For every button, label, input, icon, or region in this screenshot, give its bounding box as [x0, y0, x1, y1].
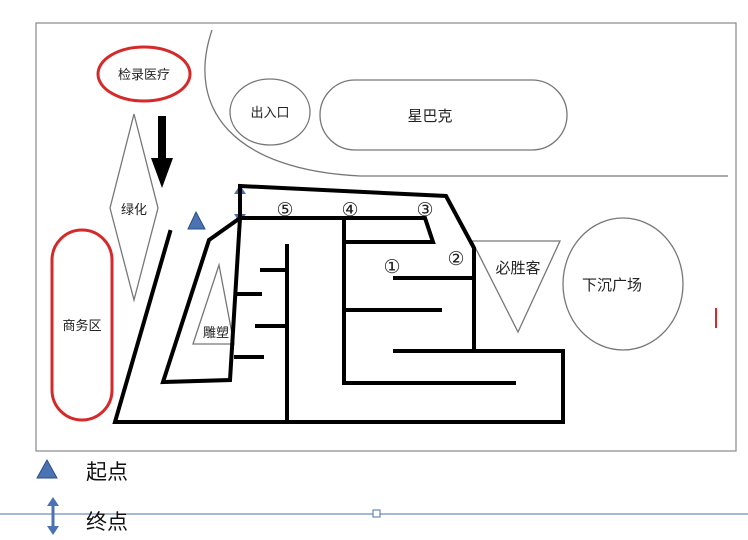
down-arrow-shaft	[158, 116, 166, 160]
checkpoint-1: ①	[383, 256, 400, 278]
pizzahut-label: 必胜客	[495, 259, 540, 277]
map-frame	[35, 22, 737, 452]
legend-start-label: 起点	[86, 460, 128, 484]
legend-end-icon	[47, 497, 59, 535]
business-label: 商务区	[62, 318, 101, 334]
checkpoint-4: ④	[341, 199, 358, 221]
legend-start-icon	[36, 458, 58, 479]
checkpoint-2: ②	[447, 248, 464, 270]
starbucks-label: 星巴克	[407, 107, 452, 125]
checkpoint-3: ③	[416, 199, 433, 221]
checkpoint-5: ⑤	[276, 199, 293, 221]
greenery-label: 绿化	[121, 203, 147, 218]
sculpture-triangle	[192, 262, 235, 345]
legend-end-label: 终点	[86, 510, 128, 534]
starbucks-shape	[319, 79, 568, 151]
down-arrow-icon	[151, 158, 173, 188]
maze-walls	[112, 183, 565, 424]
medical-label: 检录医疗	[118, 68, 170, 83]
entrance-circle	[229, 78, 311, 146]
plaza-circle	[562, 217, 684, 351]
business-shape	[50, 228, 114, 422]
medical-ellipse	[96, 45, 192, 103]
pizzahut-triangle	[470, 240, 562, 334]
sculpture-label: 雕塑	[203, 326, 229, 341]
entrance-label: 出入口	[250, 106, 289, 121]
road-curve	[204, 29, 728, 177]
selection-handle[interactable]	[372, 509, 381, 518]
start-marker-icon	[187, 210, 206, 230]
plaza-label: 下沉广场	[582, 276, 642, 294]
greenery-diamond	[109, 113, 159, 303]
